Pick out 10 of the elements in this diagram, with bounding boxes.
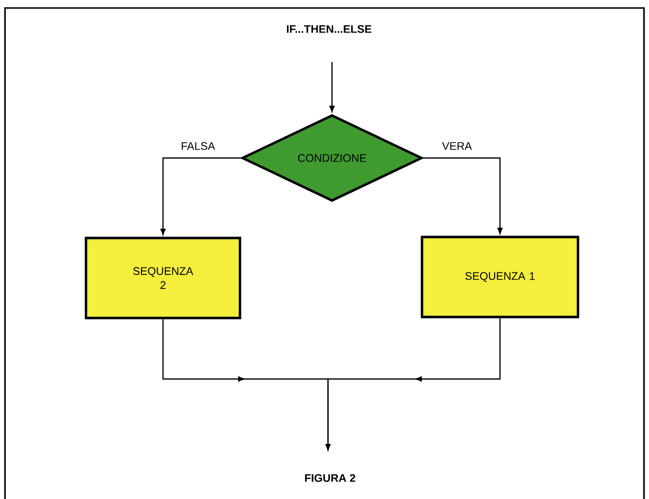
arrow	[423, 157, 503, 234]
process-box: SEQUENZA 2	[84, 236, 242, 320]
arrow	[329, 62, 335, 112]
arrow	[160, 157, 241, 235]
edge-label: FALSA	[180, 141, 216, 151]
process-box: SEQUENZA 1	[420, 236, 580, 318]
title: IF...THEN...ELSE	[286, 25, 372, 33]
arrow	[325, 318, 501, 450]
caption: FIGURA 2	[305, 474, 356, 482]
edge-label: VERA	[441, 141, 473, 151]
